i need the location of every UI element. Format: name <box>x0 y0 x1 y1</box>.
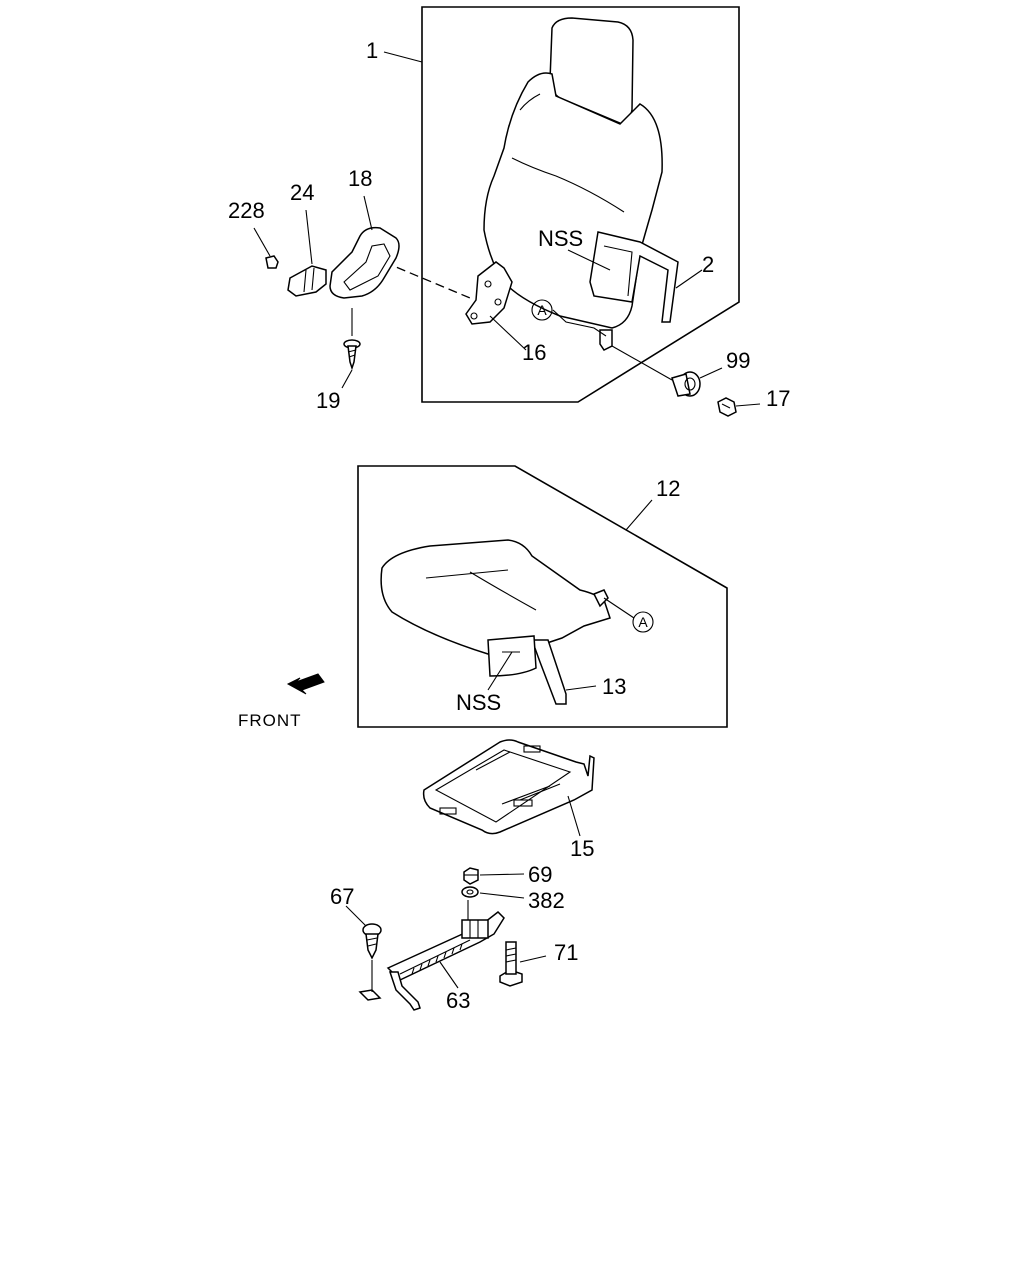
nut <box>463 867 479 885</box>
side-cover <box>589 231 679 323</box>
front-label: FRONT <box>238 711 302 730</box>
rail-foot <box>358 989 382 1001</box>
leader-a-back <box>552 309 607 337</box>
seat-rail-slot <box>399 939 471 975</box>
callout-2: 2 <box>702 252 714 277</box>
callout-12: 12 <box>656 476 680 501</box>
leader-71 <box>519 955 547 963</box>
bracket-hole-2 <box>494 298 502 306</box>
leader-382 <box>479 892 525 899</box>
leader-69 <box>479 873 525 876</box>
rail-lock-block <box>461 919 489 939</box>
leader-12 <box>625 499 653 531</box>
ref-mark-a-cushion-text: A <box>638 614 648 630</box>
cushion-seam-2 <box>469 571 537 611</box>
callout-71: 71 <box>554 940 578 965</box>
callout-24: 24 <box>290 180 314 205</box>
front-arrow-icon <box>286 673 325 695</box>
seat-cushion-group: A 12 13 NSS <box>357 465 728 728</box>
bolt <box>717 397 737 417</box>
leader-nss-back <box>567 249 611 271</box>
cushion-side-cover <box>530 639 567 705</box>
knob-link-line <box>383 261 471 299</box>
bracket-hole <box>470 312 478 320</box>
leader-1 <box>383 51 423 63</box>
leader-2 <box>675 269 703 289</box>
leader-67 <box>345 905 367 927</box>
callout-382: 382 <box>528 888 565 913</box>
nss-cushion-tag <box>487 635 537 677</box>
seat-back-latch <box>599 329 613 351</box>
cushion-hook <box>592 589 609 608</box>
callout-15: 15 <box>570 836 594 861</box>
callout-63: 63 <box>446 988 470 1013</box>
leader-24 <box>305 209 313 265</box>
cap-screw <box>265 255 279 269</box>
callout-228: 228 <box>228 198 265 223</box>
seat-rail-group: 69 382 67 71 63 <box>330 862 578 1013</box>
recliner-knob-inner <box>343 243 391 291</box>
ref-mark-a-back <box>531 299 553 321</box>
seat-frame <box>422 739 595 835</box>
callout-67: 67 <box>330 884 354 909</box>
seat-back-seam <box>511 157 625 213</box>
bushing <box>671 371 701 397</box>
seat-back-frame <box>421 6 740 403</box>
nss-back-tag <box>603 245 633 297</box>
washer <box>461 886 479 898</box>
tapping-screw <box>343 339 361 371</box>
seat-back-seam-2 <box>519 93 541 111</box>
cushion-seam <box>425 569 509 579</box>
seat-cushion-frame <box>357 465 728 728</box>
callout-16: 16 <box>522 340 546 365</box>
leader-17 <box>735 403 761 407</box>
leader-16 <box>489 315 527 351</box>
callout-1: 1 <box>366 38 378 63</box>
leader-15 <box>567 795 581 837</box>
hinge-bracket <box>465 261 513 325</box>
ref-mark-a-back-text: A <box>537 302 547 318</box>
leader-18 <box>363 195 373 231</box>
adjust-lever <box>388 971 421 1011</box>
bracket-hole-3 <box>484 280 492 288</box>
leader-13 <box>565 685 597 691</box>
leader-99 <box>699 367 723 379</box>
leader-19 <box>341 369 353 389</box>
callout-69: 69 <box>528 862 552 887</box>
leader-nss-cushion <box>487 651 513 691</box>
callout-nss-back: NSS <box>538 226 583 251</box>
knob-cap-rib <box>303 269 307 293</box>
callout-19: 19 <box>316 388 340 413</box>
bolt-axis <box>611 345 673 381</box>
callout-13: 13 <box>602 674 626 699</box>
callout-nss-cushion: NSS <box>456 690 501 715</box>
seat-rail-teeth <box>411 943 463 975</box>
leader-228 <box>253 227 271 257</box>
callout-17: 17 <box>766 386 790 411</box>
knob-cap <box>287 265 327 297</box>
seat-back-group: A 1 2 NSS 16 18 24 228 19 99 17 <box>228 6 790 417</box>
knob-cap-rib-2 <box>311 267 315 291</box>
callout-99: 99 <box>726 348 750 373</box>
front-indicator: FRONT <box>238 673 325 730</box>
callout-18: 18 <box>348 166 372 191</box>
leader-a-cushion <box>603 597 635 619</box>
leader-63 <box>439 961 459 989</box>
rail-screw <box>362 923 382 960</box>
ref-mark-a-cushion <box>632 611 654 633</box>
rail-bolt <box>499 941 523 987</box>
seat-back-body <box>483 72 663 329</box>
